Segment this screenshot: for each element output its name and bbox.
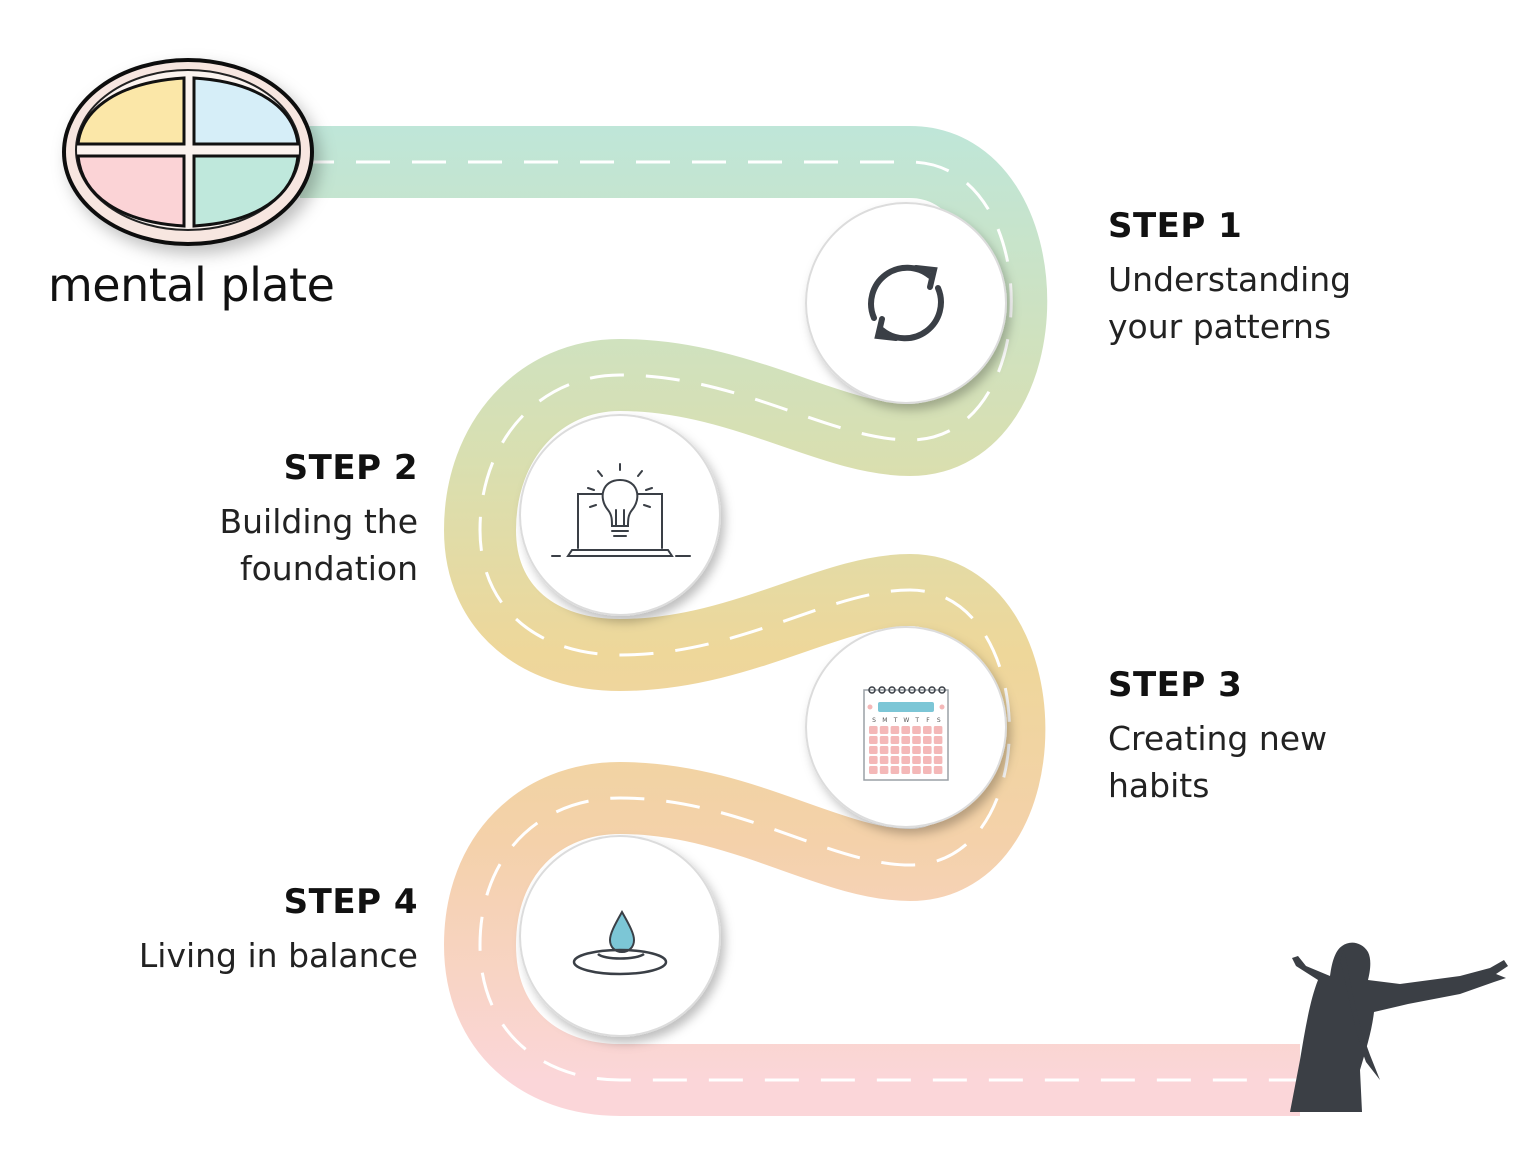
calendar-day-cell bbox=[901, 756, 910, 764]
calendar-weekday: T bbox=[914, 717, 919, 724]
step-1-line-1: Understanding bbox=[1108, 260, 1352, 299]
calendar-day-grid bbox=[869, 726, 943, 774]
calendar-day-cell bbox=[890, 726, 900, 734]
calendar-day-cell bbox=[912, 736, 921, 744]
calendar-weekday: F bbox=[926, 717, 930, 724]
step-1-text: STEP 1 Understanding your patterns bbox=[1108, 206, 1468, 350]
calendar-weekday: S bbox=[872, 717, 876, 724]
calendar-day-cell bbox=[869, 756, 878, 764]
water-drop-icon bbox=[572, 909, 668, 976]
step-3-line-1: Creating new bbox=[1108, 719, 1328, 758]
calendar-day-cell bbox=[869, 746, 878, 754]
calendar-day-cell bbox=[933, 766, 943, 774]
step-1-line-2: your patterns bbox=[1108, 307, 1332, 346]
step-3-text: STEP 3 Creating new habits bbox=[1108, 665, 1468, 809]
calendar-day-cell bbox=[869, 736, 878, 744]
step-2-line-2: foundation bbox=[239, 549, 418, 588]
step-3-title: STEP 3 bbox=[1108, 665, 1243, 705]
calendar-day-cell bbox=[869, 766, 878, 774]
step-2-description: Building the foundation bbox=[120, 498, 418, 592]
step-1-badge bbox=[805, 202, 1007, 404]
calendar-day-cell bbox=[879, 766, 889, 774]
calendar-day-cell bbox=[923, 766, 932, 774]
calendar-day-cell bbox=[901, 766, 910, 774]
calendar-day-cell bbox=[912, 756, 921, 764]
step-2-badge bbox=[519, 414, 721, 616]
step-4-description: Living in balance bbox=[60, 932, 418, 979]
calendar-day-cell bbox=[933, 736, 943, 744]
calendar-day-cell bbox=[890, 766, 900, 774]
calendar-day-cell bbox=[879, 726, 889, 734]
calendar-day-cell bbox=[879, 756, 889, 764]
lightbulb-laptop-icon bbox=[551, 463, 691, 557]
plate-logo bbox=[62, 58, 314, 246]
step-4-text: STEP 4 Living in balance bbox=[60, 882, 418, 979]
calendar-day-cell bbox=[890, 756, 900, 764]
step-4-line-1: Living in balance bbox=[138, 936, 418, 975]
calendar-day-cell bbox=[912, 746, 921, 754]
step-2-title: STEP 2 bbox=[283, 448, 418, 488]
road-lane-dashes bbox=[300, 160, 1300, 1082]
calendar-weekday: T bbox=[893, 717, 898, 724]
calendar-day-cell bbox=[923, 726, 932, 734]
calendar-weekday: W bbox=[903, 717, 909, 724]
calendar-day-cell bbox=[912, 726, 921, 734]
step-1-title: STEP 1 bbox=[1108, 206, 1243, 246]
calendar-day-cell bbox=[923, 756, 932, 764]
celebrating-woman-silhouette bbox=[1290, 942, 1508, 1112]
step-1-description: Understanding your patterns bbox=[1108, 256, 1468, 350]
calendar-day-cell bbox=[933, 746, 943, 754]
calendar-day-cell bbox=[923, 736, 932, 744]
step-4-title: STEP 4 bbox=[283, 882, 418, 922]
calendar-day-cell bbox=[890, 746, 900, 754]
refresh-icon bbox=[868, 264, 944, 342]
calendar-day-cell bbox=[890, 736, 900, 744]
step-3-line-2: habits bbox=[1108, 766, 1210, 805]
calendar-weekday: S bbox=[937, 717, 941, 724]
calendar-day-cell bbox=[933, 726, 943, 734]
plate-compartments bbox=[76, 76, 300, 228]
step-2-line-1: Building the bbox=[219, 502, 418, 541]
calendar-day-cell bbox=[901, 746, 910, 754]
calendar-day-cell bbox=[879, 736, 889, 744]
calendar-day-cell bbox=[912, 766, 921, 774]
step-4-badge bbox=[519, 835, 721, 1037]
step-3-description: Creating new habits bbox=[1108, 715, 1468, 809]
calendar-day-cell bbox=[901, 726, 910, 734]
calendar-day-cell bbox=[923, 746, 932, 754]
brand-name: mental plate bbox=[48, 258, 335, 312]
calendar-day-cell bbox=[933, 756, 943, 764]
calendar-day-cell bbox=[879, 746, 889, 754]
calendar-day-cell bbox=[869, 726, 878, 734]
calendar-day-cell bbox=[901, 736, 910, 744]
calendar-weekday: M bbox=[882, 717, 887, 724]
step-2-text: STEP 2 Building the foundation bbox=[120, 448, 418, 592]
